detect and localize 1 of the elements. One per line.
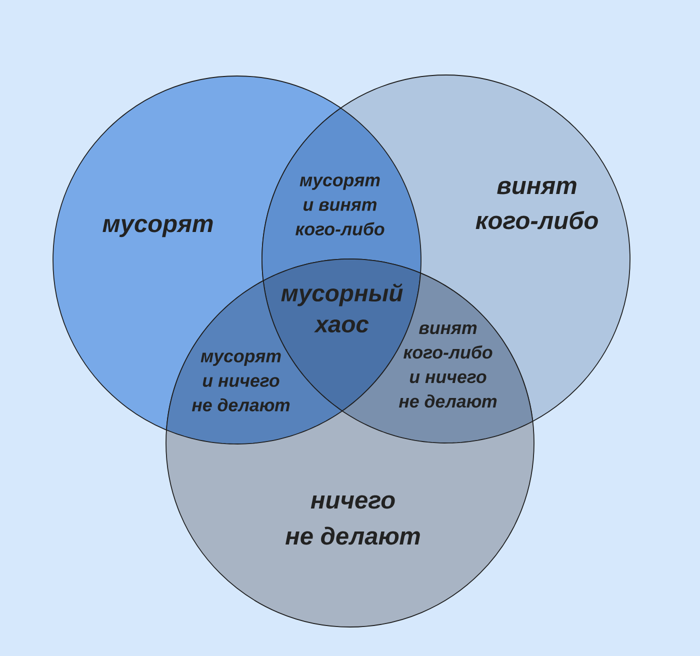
- overlap-region: мусорят и винят кого-либо: [262, 108, 422, 282]
